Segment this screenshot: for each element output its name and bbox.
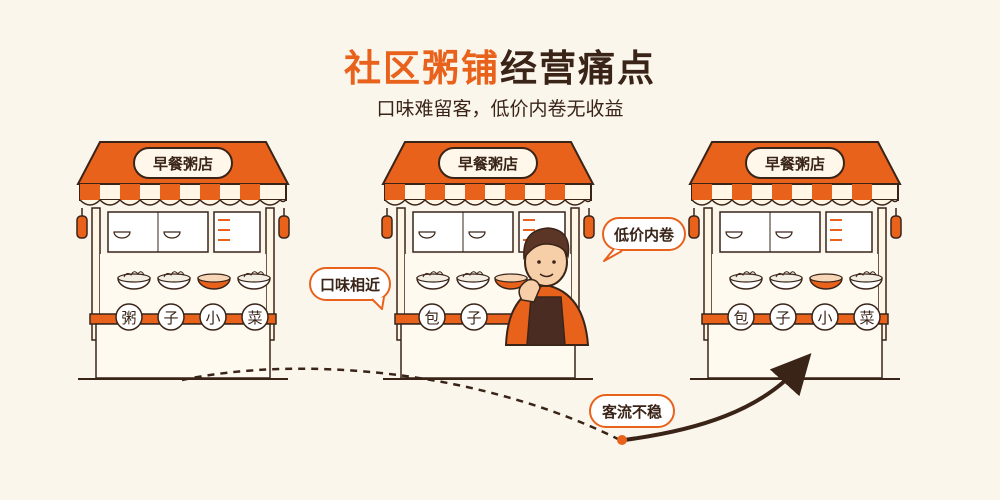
page-title: 社区粥铺经营痛点	[0, 38, 1000, 92]
stall-3-counter-tags: 包 子 小 菜	[727, 303, 881, 331]
counter-char: 菜	[247, 309, 262, 327]
counter-char: 小	[205, 309, 220, 327]
counter-char: 小	[817, 309, 832, 327]
callout-price-text: 低价内卷	[613, 226, 675, 244]
stall-3: 早餐粥店 包 子 小 菜	[688, 141, 902, 380]
trend-arrow	[623, 353, 812, 442]
counter-char: 子	[163, 309, 178, 327]
stall-3-sign: 早餐粥店	[765, 155, 825, 173]
callout-traffic-text: 客流不稳	[601, 403, 662, 421]
stall-1-sign: 早餐粥店	[153, 155, 213, 173]
counter-char: 子	[775, 309, 790, 327]
trend-point	[617, 435, 627, 445]
stall-2: 早餐粥店 包 子	[381, 141, 595, 380]
stall-2-sign: 早餐粥店	[458, 155, 518, 173]
counter-char: 子	[466, 309, 481, 327]
page-subtitle: 口味难留客，低价内卷无收益	[376, 98, 624, 120]
stall-1-counter-tags: 粥 子 小 菜	[115, 303, 269, 331]
trend-dashed-path	[181, 367, 621, 442]
callout-traffic: 客流不稳	[589, 394, 675, 428]
counter-char: 粥	[121, 309, 136, 327]
counter-char: 包	[733, 309, 748, 327]
title-highlight: 社区粥铺	[344, 47, 500, 90]
counter-char: 菜	[859, 309, 874, 327]
callout-taste-text: 口味相近	[320, 276, 380, 294]
stall-1: 早餐粥店 粥 子 小 菜	[76, 141, 290, 380]
callout-taste: 口味相近	[309, 267, 391, 310]
shopkeeper-figure	[504, 227, 590, 346]
counter-char: 包	[424, 309, 439, 327]
stall-2-counter-tags: 包 子	[418, 303, 488, 331]
callout-price: 低价内卷	[602, 217, 686, 262]
title-rest: 经营痛点	[500, 47, 656, 90]
